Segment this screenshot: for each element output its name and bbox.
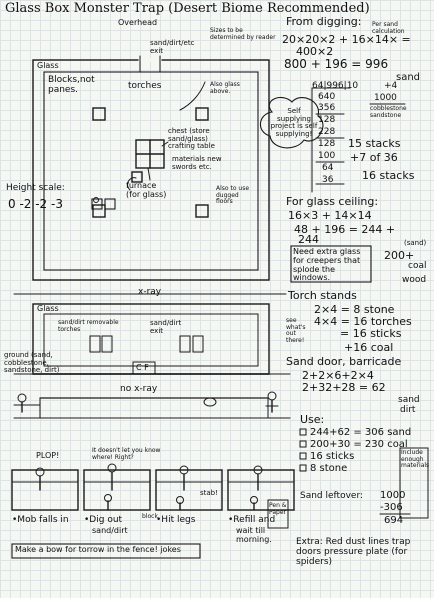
torch-line1: 2×4 = 8 stone — [314, 303, 395, 316]
include-materials-note: Include enough materials — [401, 449, 430, 470]
calc1-sand: sand — [396, 72, 421, 83]
stab-label: stab! — [200, 489, 218, 497]
ceiling-heading: For glass ceiling: — [286, 195, 379, 208]
use-bullet-1: •Mob falls in — [12, 515, 69, 525]
ceiling-line2: 48 + 196 = 244 + — [294, 223, 396, 236]
div-row-5: 128 — [318, 139, 336, 149]
per-sand-calc: Per sand calculation — [372, 21, 405, 35]
torch-see: see what's out there! — [286, 317, 306, 344]
comic-panel-1 — [11, 469, 79, 511]
no-xray-label: no x-ray — [120, 384, 158, 394]
thought-bubble — [259, 97, 324, 149]
need-extra-glass: Need extra glass for creepers that splod… — [293, 247, 361, 283]
use-item-1: 244+62 = 306 sand — [310, 427, 412, 438]
leftover-row-2: -306 — [380, 502, 403, 513]
blocks-not-panes: Blocks,not panes. — [48, 75, 95, 95]
ceiling-coal200: 200+ — [384, 249, 415, 262]
use-sub-4: wait till morning. — [236, 526, 272, 544]
chest-note: chest (store sand/glass) crafting table — [168, 127, 215, 151]
comic-panel-2 — [83, 469, 151, 511]
also-dug-floor: Also to use dugged floors — [216, 185, 250, 206]
div-row-8: 36 — [322, 175, 334, 185]
overhead-inner-wall — [43, 71, 259, 271]
door-line2: 2+32+28 = 62 — [302, 381, 386, 394]
pen-paper-label: Pen & Paper — [269, 502, 287, 516]
leftover-row-1: 1000 — [380, 490, 406, 501]
calc1-line3: 800 + 196 = 996 — [284, 57, 389, 71]
div-row-6: 100 — [318, 151, 336, 161]
xray-removable: sand/dirt removable torches — [58, 319, 119, 333]
ceiling-wood: wood — [402, 275, 427, 285]
div-row-3: 128 — [318, 115, 336, 125]
torch-heading: Torch stands — [288, 289, 357, 302]
furnace-label: furnace (for glass) — [126, 181, 167, 199]
calc1-cobble: cobblestone sandstone — [370, 105, 407, 119]
furnace-box — [131, 171, 143, 183]
stacks-16: 16 stacks — [362, 169, 415, 182]
block-label: block — [142, 513, 158, 520]
comic-panel-4 — [227, 469, 295, 511]
overhead-label: Overhead — [118, 18, 158, 27]
glass-label: Glass — [37, 61, 59, 70]
bubble-text: Self supplying project is self supplying… — [270, 107, 318, 139]
calc1-line2: 400×2 — [296, 45, 334, 58]
calc1-plus4: +4 — [384, 81, 398, 91]
torch-line3: = 16 sticks — [340, 327, 402, 340]
lure-caption: It doesn't let you know where! Right? — [92, 447, 161, 461]
div-row-2: 356 — [318, 103, 336, 113]
page-title: Glass Box Monster Trap (Desert Biome Rec… — [5, 1, 370, 16]
torch-square-left — [92, 107, 106, 121]
door-line1: 2+2×6+2×4 — [302, 369, 374, 382]
xray-exit: sand/dirt exit — [150, 319, 182, 335]
top-exit-label: sand/dirt/etc exit — [150, 39, 195, 55]
xray-glass: Glass — [37, 304, 59, 313]
also-glass-above: Also glass above. — [210, 81, 240, 95]
plop-label: PLOP! — [36, 451, 60, 460]
div-row-1: 640 — [318, 92, 336, 102]
ceiling-coal: coal — [408, 261, 427, 271]
calc1-line1: 20×20×2 + 16×14× = — [282, 33, 411, 46]
div-row-4: 228 — [318, 127, 336, 137]
use-sub-2: sand/dirt — [92, 526, 128, 535]
cf-label: C F — [136, 363, 149, 372]
torch-square-right — [195, 107, 209, 121]
door-sand: sand — [398, 395, 420, 405]
stacks-15: 15 stacks — [348, 137, 401, 150]
xray-label: x-ray — [138, 287, 162, 297]
use-item-4: 8 stone — [310, 463, 348, 474]
footer-joke: Make a bow for torrow in the fence! joke… — [15, 545, 181, 554]
torch-square-bottom-left — [92, 204, 106, 218]
height-scale-values: 0 -2 -2 -3 — [8, 197, 63, 211]
torches-label: torches — [128, 81, 162, 91]
use-item-2: 200+30 = 230 coal — [310, 439, 408, 450]
div-row-0: 64|996|10 — [312, 81, 359, 91]
use-bullet-3: •Hit legs — [156, 515, 196, 525]
plus-7-of-36: +7 of 36 — [350, 151, 398, 164]
ceiling-line3: 244 — [298, 233, 319, 246]
ceiling-sand: (sand) — [404, 239, 427, 247]
ceiling-line1: 16×3 + 14×14 — [288, 209, 372, 222]
torch-line2: 4×4 = 16 torches — [314, 315, 412, 328]
use-bullet-2: •Dig out — [84, 515, 123, 525]
ground-label: ground (sand, cobblestone, sandstone, di… — [4, 351, 60, 375]
use-bullet-4: •Refill and — [228, 515, 276, 525]
comic-panel-3 — [155, 469, 223, 511]
leftover-label: Sand leftover: — [300, 491, 364, 501]
use-item-3: 16 sticks — [310, 451, 355, 462]
from-digging-heading: From digging: — [286, 15, 362, 28]
extra-note: Extra: Red dust lines trap doors pressur… — [296, 537, 411, 567]
materials-note: materials new swords etc. — [172, 155, 222, 171]
leftover-row-3: 694 — [384, 515, 404, 526]
torch-line4: +16 coal — [344, 341, 394, 354]
sizes-note: Sizes to be determined by reader — [210, 27, 276, 41]
height-scale-label: Height scale: — [6, 183, 65, 193]
torch-square-bottom-right — [195, 204, 209, 218]
door-heading: Sand door, barricade — [286, 355, 402, 368]
calc1-total: 1000 — [374, 93, 397, 103]
use-heading: Use: — [300, 413, 325, 426]
door-dirt: dirt — [400, 405, 416, 415]
div-row-7: 64 — [322, 163, 334, 173]
